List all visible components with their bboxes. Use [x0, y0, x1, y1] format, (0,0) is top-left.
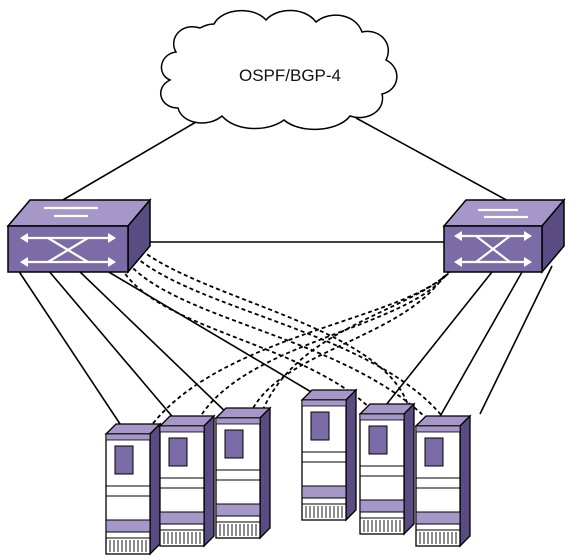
- left-switch-to-server-4-link: [101, 267, 319, 397]
- dashed-link-1: [117, 261, 373, 411]
- server-1: [105, 423, 161, 555]
- dashed-link-5: [147, 263, 457, 431]
- right-switch-to-server-7-link: [479, 265, 553, 415]
- server-tower-icon: [415, 415, 471, 547]
- cloud-label: OSPF/BGP-4: [239, 66, 341, 85]
- dashed-link-6: [195, 269, 451, 425]
- cloud-to-left-switch-link: [55, 121, 197, 205]
- switch-right: [442, 197, 566, 275]
- dashed-link-3: [129, 251, 443, 417]
- server-tower-icon: [105, 423, 161, 555]
- layer3-switch-icon: [442, 197, 566, 275]
- dashed-link-4: [135, 245, 409, 406]
- server-4: [301, 389, 357, 521]
- left-switch-to-server-2-link: [47, 269, 183, 429]
- dashed-links: [117, 245, 463, 431]
- server-tower-icon: [301, 389, 357, 521]
- right-switch-to-server-6-link: [437, 271, 523, 421]
- dashed-link-2: [123, 257, 427, 419]
- cloud-shape: [160, 9, 398, 131]
- layer3-switch-icon: [6, 197, 152, 275]
- server-tower-icon: [215, 407, 271, 539]
- server-tower-icon: [159, 415, 215, 547]
- dashed-link-8: [261, 257, 463, 413]
- right-switch-to-server-5-link: [381, 271, 493, 411]
- cloud-to-right-switch-link: [355, 117, 511, 203]
- server-tower-icon: [359, 403, 415, 535]
- left-switch-to-server-3-link: [77, 269, 233, 419]
- left-switch-to-server-1-link: [17, 269, 129, 437]
- server-2: [159, 415, 215, 547]
- cloud: OSPF/BGP-4: [160, 9, 398, 131]
- dashed-link-7: [249, 275, 445, 415]
- server-6: [415, 415, 471, 547]
- solid-links: [17, 117, 553, 437]
- server-3: [215, 407, 271, 539]
- server-5: [359, 403, 415, 535]
- switch-left: [6, 197, 152, 275]
